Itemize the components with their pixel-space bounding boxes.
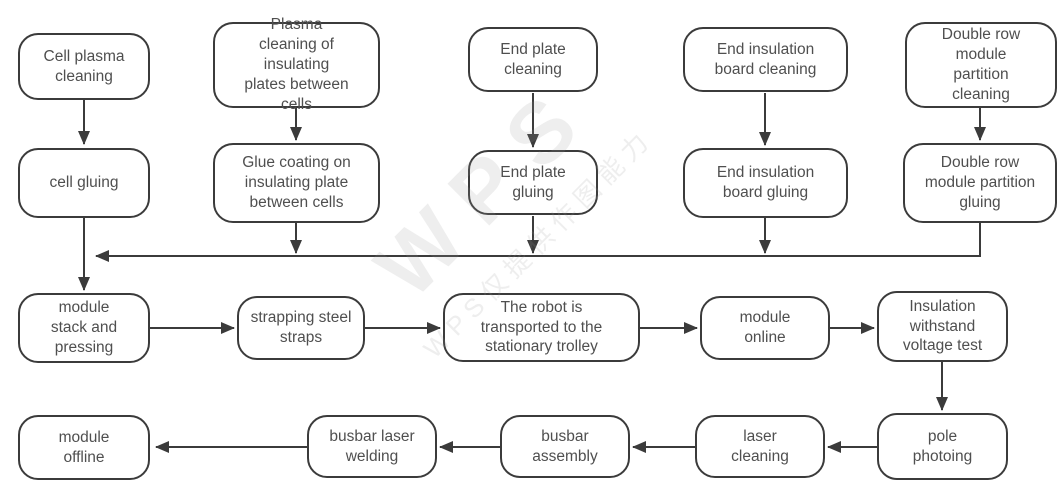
node-end-insulation-board-gluing: End insulation board gluing <box>683 148 848 218</box>
node-plasma-cleaning-insulating-plates: Plasma cleaning of insulating plates bet… <box>213 16 380 113</box>
node-insulation-withstand-voltage-test: Insulation withstand voltage test <box>877 291 1008 362</box>
node-busbar-assembly: busbar assembly <box>500 415 630 478</box>
node-module-stack-and-pressing: module stack and pressing <box>18 293 150 363</box>
node-robot-transport-trolley: The robot is transported to the stationa… <box>443 293 640 362</box>
node-cell-gluing: cell gluing <box>18 148 150 218</box>
node-glue-coating-insulating-plate: Glue coating on insulating plate between… <box>213 143 380 223</box>
node-end-insulation-board-cleaning: End insulation board cleaning <box>683 27 848 92</box>
node-laser-cleaning: laser cleaning <box>695 415 825 478</box>
node-busbar-laser-welding: busbar laser welding <box>307 415 437 478</box>
node-double-row-module-partition-cleaning: Double row module partition cleaning <box>905 22 1057 108</box>
node-module-offline: module offline <box>18 415 150 480</box>
node-end-plate-gluing: End plate gluing <box>468 150 598 215</box>
node-end-plate-cleaning: End plate cleaning <box>468 27 598 92</box>
node-double-row-module-partition-gluing: Double row module partition gluing <box>903 143 1057 223</box>
node-strapping-steel-straps: strapping steel straps <box>237 296 365 360</box>
node-cell-plasma-cleaning: Cell plasma cleaning <box>18 33 150 100</box>
node-pole-photoing: pole photoing <box>877 413 1008 480</box>
node-module-online: module online <box>700 296 830 360</box>
